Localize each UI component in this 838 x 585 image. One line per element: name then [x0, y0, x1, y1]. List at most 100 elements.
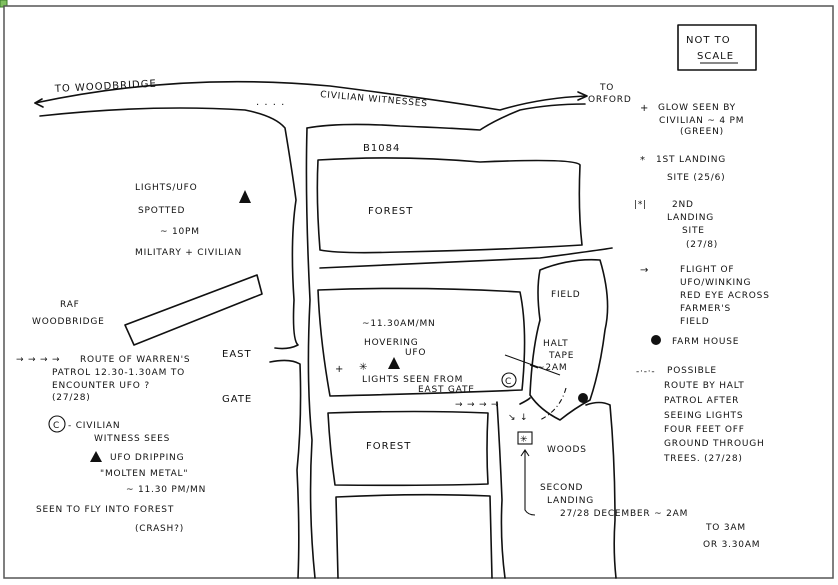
map-text: LIGHTS/UFO — [135, 183, 198, 193]
label-to-orford-1: TO — [599, 83, 614, 93]
label-b1084: B1084 — [363, 143, 400, 154]
legend-left: → → → → ROUTE OF WARREN'S PATROL 12.30-1… — [16, 355, 206, 534]
annotation-halt-tape: HALT TAPE ~2AM — [504, 339, 588, 421]
map-text: (27/28) — [52, 393, 91, 403]
second-landing-icon: |*| — [634, 200, 647, 210]
legend-right: + GLOW SEEN BY CIVILIAN ~ 4 PM (GREEN) *… — [634, 103, 770, 464]
map-text: "MOLTEN METAL" — [100, 469, 188, 479]
map-text: WITNESS SEES — [94, 434, 170, 444]
glow-plus-icon: + — [335, 364, 344, 375]
annotation-second-landing: SECOND LANDING 27/28 DECEMBER ~ 2AM TO 3… — [540, 483, 760, 550]
map-text: GLOW SEEN BY — [658, 103, 736, 113]
farm-house-icon — [578, 393, 588, 403]
label-forest-top: FOREST — [368, 206, 413, 217]
map-text: LANDING — [547, 496, 594, 506]
first-landing-star-icon: * — [640, 155, 646, 166]
map-text: 1ST LANDING — [656, 155, 726, 165]
map-text: TAPE — [548, 351, 574, 361]
map-text: FARM HOUSE — [672, 337, 739, 347]
ufo-triangle-icon — [388, 357, 400, 369]
map-text: UFO/WINKING — [680, 278, 751, 288]
map-border — [3, 5, 834, 579]
map-text: POSSIBLE — [667, 366, 717, 376]
map-text: SITE (25/6) — [667, 173, 725, 183]
scale-note-line2: SCALE — [697, 51, 734, 62]
map-text: PATROL 12.30-1.30AM TO — [52, 368, 185, 378]
label-east: EAST — [222, 349, 252, 360]
label-field: FIELD — [551, 290, 580, 300]
map-text: FOUR FEET OFF — [664, 425, 745, 435]
civilian-c-marker — [501, 372, 517, 388]
map-text: EAST GATE — [418, 385, 475, 395]
forest-block-bottom — [327, 410, 489, 487]
label-to-orford-2: ORFORD — [588, 95, 632, 105]
map-text: (CRASH?) — [135, 524, 184, 534]
label-to-woodbridge: TO WOODBRIDGE — [54, 79, 157, 95]
label-raf: RAF — [60, 300, 80, 310]
map-text: ROUTE OF WARREN'S — [80, 355, 190, 365]
map-text: LIGHTS SEEN FROM — [362, 375, 463, 385]
ufo-triangle-icon — [90, 451, 102, 462]
map-text: TO 3AM — [705, 523, 746, 533]
roads — [34, 80, 617, 579]
farm-house-icon — [651, 335, 661, 345]
first-landing-star-icon: ✳ — [359, 362, 368, 373]
map-text: HOVERING — [364, 338, 419, 348]
map-text: → → → → — [455, 400, 499, 410]
raf-runway — [124, 274, 263, 346]
map-text: 2ND — [672, 200, 694, 210]
map-text: TREES. (27/28) — [663, 454, 743, 464]
forest-block-top — [316, 157, 583, 254]
map-text: - CIVILIAN — [68, 421, 120, 431]
label-gate: GATE — [222, 394, 252, 405]
map-text: CIVILIAN ~ 4 PM — [659, 116, 744, 126]
map-text: HALT — [543, 339, 568, 349]
patrol-arrows-icon: → → → → — [16, 355, 60, 365]
map-text: LANDING — [667, 213, 714, 223]
map-text: ~ 11.30 PM/MN — [126, 485, 206, 495]
map-text: ~11.30AM/MN — [362, 319, 436, 329]
map-text: SEEN TO FLY INTO FOREST — [36, 505, 174, 515]
map-text: SEEING LIGHTS — [664, 411, 743, 421]
not-to-scale-box: NOT TO SCALE — [677, 24, 757, 71]
map-text: 27/28 DECEMBER ~ 2AM — [560, 509, 688, 519]
map-text: SPOTTED — [138, 206, 185, 216]
map-text: ENCOUNTER UFO ? — [52, 381, 150, 391]
label-forest-bottom: FOREST — [366, 441, 411, 452]
map-text: FLIGHT OF — [680, 265, 734, 275]
map-text: UFO DRIPPING — [110, 453, 184, 463]
map-text: (27/8) — [686, 240, 718, 250]
map-text: FIELD — [680, 317, 709, 327]
map-text: MILITARY + CIVILIAN — [135, 248, 242, 258]
ufo-triangle-icon — [239, 190, 251, 203]
map-text: OR 3.30AM — [703, 540, 760, 550]
map-text: (GREEN) — [680, 127, 724, 137]
hovering-ufo-block — [317, 287, 526, 397]
annotation-hovering-ufo: ~11.30AM/MN HOVERING UFO + ✳ LIGHTS SEEN… — [335, 319, 517, 395]
second-landing-icon: ✳ — [520, 435, 528, 445]
map-text: FARMER'S — [680, 304, 731, 314]
dash-dot-route-icon: -·-·- — [636, 367, 655, 377]
flight-arrow-icon: → — [640, 265, 649, 276]
map-text: ↘ ↓ — [508, 413, 528, 423]
map-text: PATROL AFTER — [664, 396, 739, 406]
field-area — [529, 258, 609, 421]
label-woods: WOODS — [547, 445, 587, 455]
patrol-route-arrows: → → → → ↘ ↓ ✳ — [455, 400, 536, 516]
map-text: ~ 10PM — [160, 227, 200, 237]
civilian-c-marker — [48, 415, 66, 433]
scale-note-line1: NOT TO — [686, 35, 731, 46]
witness-dots: · · · · — [256, 100, 285, 111]
map-text: SECOND — [540, 483, 583, 493]
label-raf-woodbridge: WOODBRIDGE — [32, 317, 105, 327]
map-text: RED EYE ACROSS — [680, 291, 770, 301]
map-text: ROUTE BY HALT — [664, 381, 745, 391]
map-text: GROUND THROUGH — [664, 439, 765, 449]
glow-plus-icon: + — [640, 103, 649, 114]
map-text: ~2AM — [537, 363, 567, 373]
map-text: UFO — [405, 348, 426, 358]
annotation-lights-ufo: LIGHTS/UFO SPOTTED ~ 10PM MILITARY + CIV… — [135, 183, 251, 258]
map-text: C — [53, 421, 60, 431]
map-text: C — [505, 377, 512, 387]
